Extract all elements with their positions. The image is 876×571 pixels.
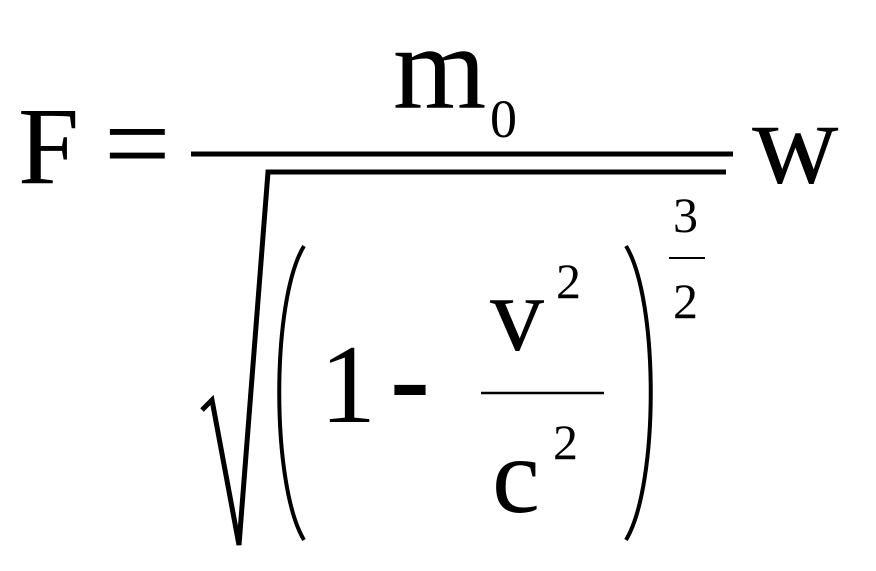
light-speed-exponent: 2 xyxy=(553,414,578,470)
exponent-numerator: 3 xyxy=(673,187,698,243)
velocity-symbol: v xyxy=(490,255,544,374)
light-speed-symbol: c xyxy=(492,417,540,536)
acceleration-symbol: w xyxy=(752,76,839,209)
force-symbol: F xyxy=(18,85,79,207)
mass-subscript: 0 xyxy=(490,89,517,149)
minus-sign: - xyxy=(390,311,430,444)
mass-symbol: m xyxy=(393,1,486,134)
right-parenthesis xyxy=(624,244,653,542)
one-digit: 1 xyxy=(320,323,376,447)
square-root-sign xyxy=(200,169,726,546)
exponent-denominator: 2 xyxy=(673,273,698,329)
velocity-exponent: 2 xyxy=(556,253,581,309)
left-parenthesis xyxy=(277,244,306,542)
equals-sign: = xyxy=(104,78,171,209)
